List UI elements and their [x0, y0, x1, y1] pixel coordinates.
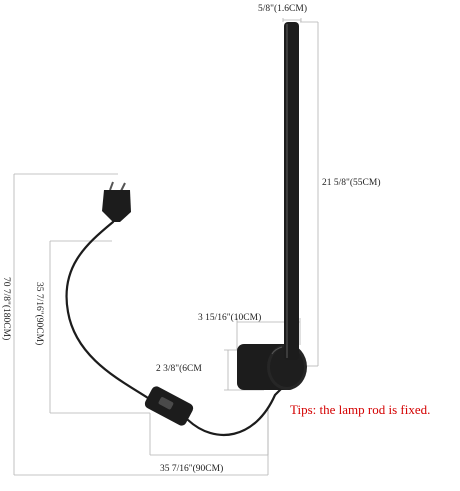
switch-horizontal-label: 35 7/16"(90CM)	[160, 463, 223, 474]
base-width-label: 3 15/16"(10CM)	[198, 312, 261, 323]
rod-diameter-label: 5/8"(1.6CM)	[258, 3, 307, 14]
dimension-lines	[13, 18, 319, 476]
inline-switch	[144, 386, 194, 426]
switch-vertical-label: 35 7/16"(90CM)	[34, 282, 45, 345]
total-cable-length-label: 70 7/8"(180CM)	[1, 277, 12, 340]
plug-prong	[120, 182, 126, 192]
base-height-label: 2 3/8"(6CM	[156, 363, 202, 374]
rod-length-label: 21 5/8"(55CM)	[322, 177, 381, 188]
power-plug	[102, 181, 131, 222]
tip-note: Tips: the lamp rod is fixed.	[290, 402, 430, 417]
lamp-rod	[284, 22, 299, 360]
power-cable	[65, 220, 284, 437]
plug-prong	[109, 181, 114, 191]
plug-body	[102, 190, 131, 222]
